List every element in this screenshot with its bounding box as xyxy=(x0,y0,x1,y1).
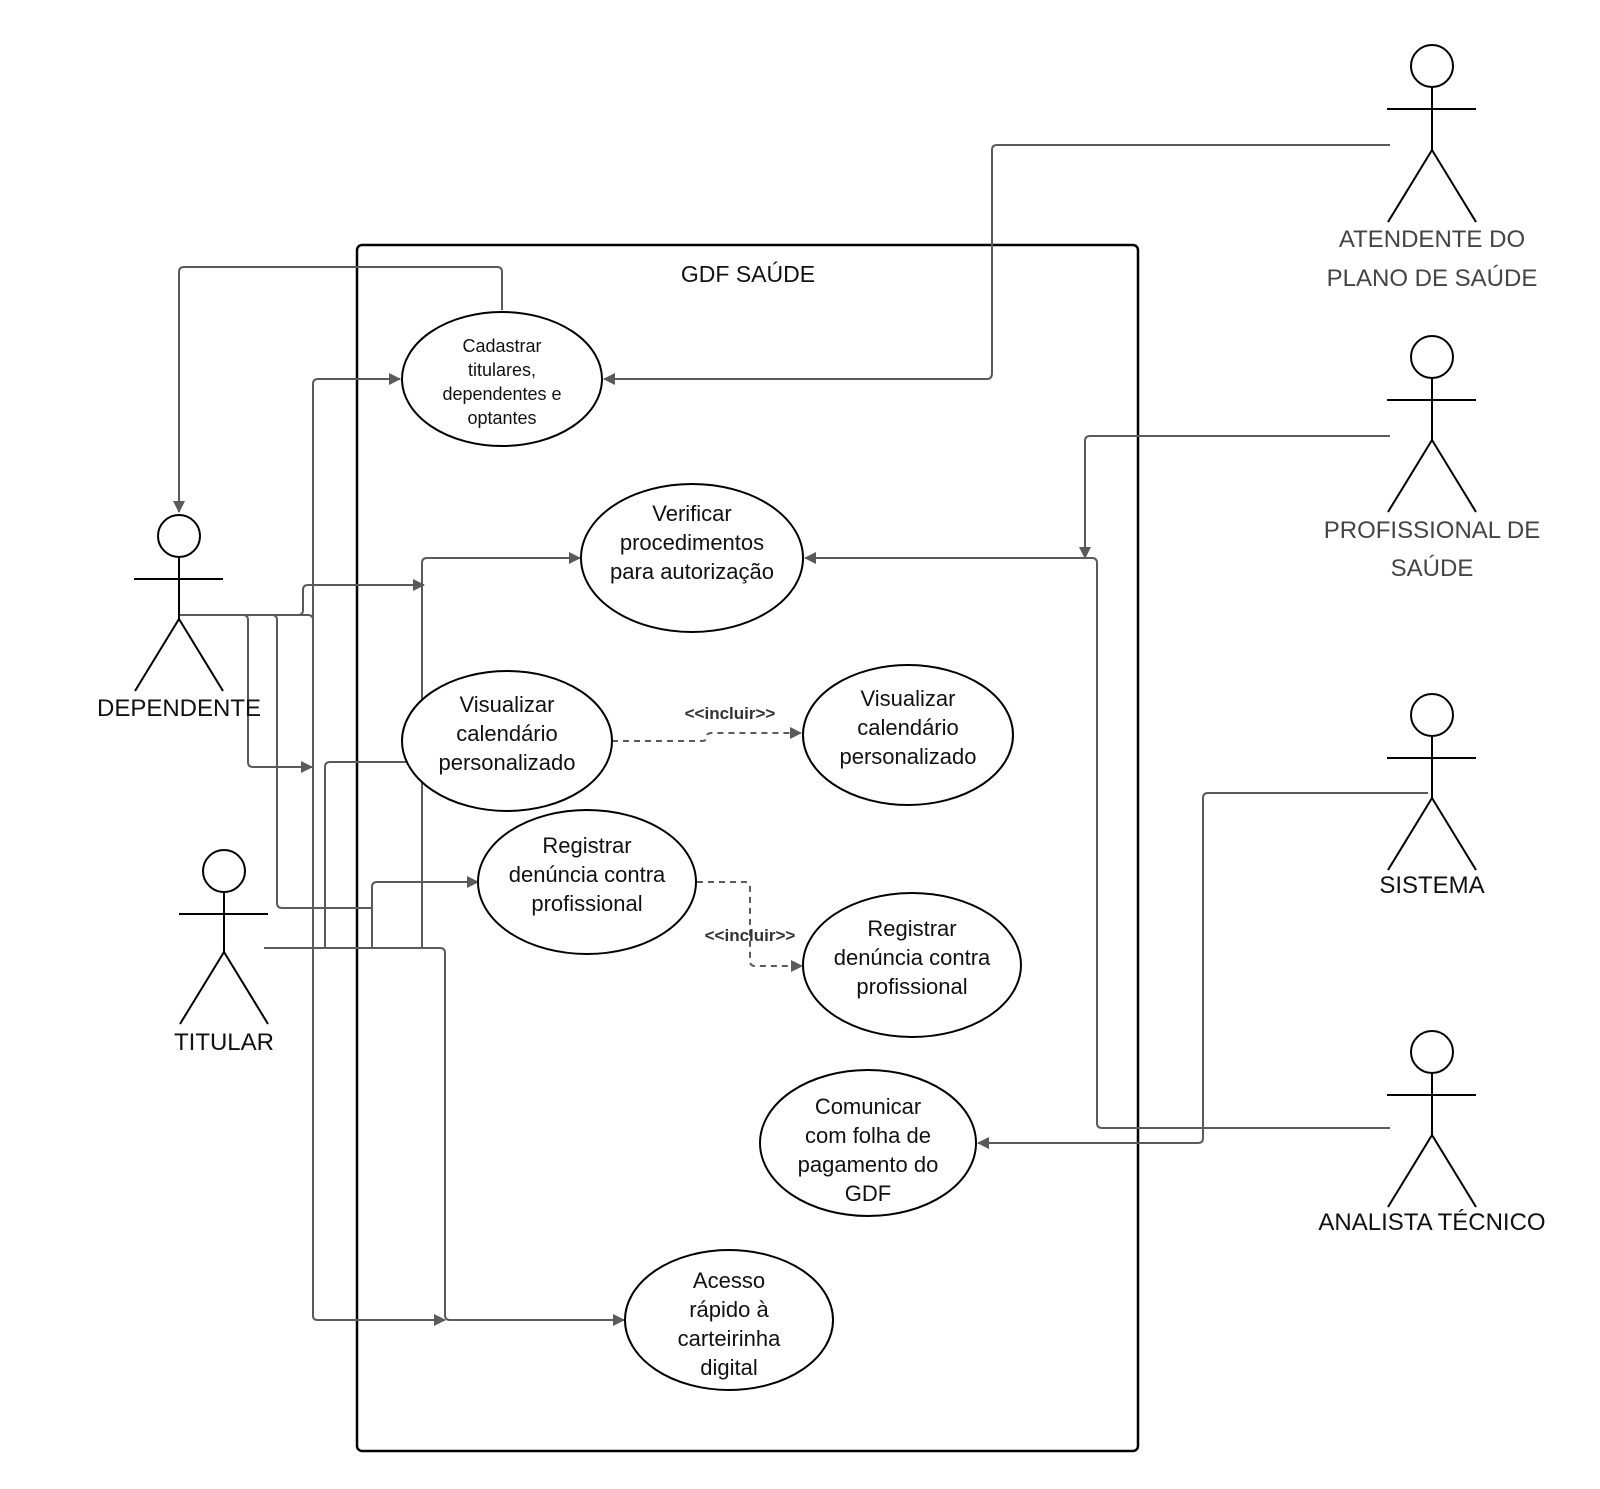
uc-acesso-line-4: digital xyxy=(700,1355,757,1380)
actor-dependente-line-1: DEPENDENTE xyxy=(97,695,261,722)
uc-comunicar-line-4: GDF xyxy=(845,1181,891,1206)
include-denuncia xyxy=(697,881,803,972)
assoc-titular-denuncia xyxy=(264,876,479,949)
use-case-comunicar: Comunicar com folha de pagamento do GDF xyxy=(759,1069,977,1217)
assoc-dependente-acesso xyxy=(179,614,446,1326)
uc-comunicar-line-1: Comunicar xyxy=(815,1094,921,1119)
connectors xyxy=(173,144,1428,1326)
assoc-dependente-verificar xyxy=(179,579,425,616)
uc-acesso-line-3: carteirinha xyxy=(678,1326,781,1351)
assoc-titular-calendario xyxy=(264,756,421,949)
system-title: GDF SAÚDE xyxy=(681,261,815,287)
uc-verificar-line-3: para autorização xyxy=(610,559,774,584)
uc-comunicar-line-2: com folha de xyxy=(805,1123,931,1148)
actor-analista-line-1: ANALISTA TÉCNICO xyxy=(1318,1209,1545,1236)
actor-titular-line-1: TITULAR xyxy=(174,1029,274,1056)
use-case-denuncia-incl: Registrar denúncia contra profissional xyxy=(802,892,1022,1038)
actor-profissional: PROFISSIONAL DE SAÚDE xyxy=(1324,335,1541,582)
use-case-calendario-incl: Visualizar calendário personalizado xyxy=(802,664,1014,806)
include-label-1: <<incluir>> xyxy=(685,704,776,723)
actor-analista: ANALISTA TÉCNICO xyxy=(1318,1030,1546,1236)
uc-calendario-line-3: personalizado xyxy=(439,750,576,775)
assoc-titular-acesso xyxy=(264,947,625,1326)
assoc-analista-verificar xyxy=(804,552,1390,1129)
actor-sistema: SISTEMA xyxy=(1379,693,1485,899)
use-case-calendario: Visualizar calendário personalizado xyxy=(401,670,613,812)
assoc-profissional-verificar xyxy=(1079,435,1390,559)
uc-cadastrar-line-4: optantes xyxy=(467,408,536,428)
uc-cadastrar-line-1: Cadastrar xyxy=(462,336,541,356)
uc-cadastrar-line-3: dependentes e xyxy=(442,384,561,404)
actor-sistema-line-1: SISTEMA xyxy=(1379,872,1484,899)
uc-denuncia-incl-line-2: denúncia contra xyxy=(834,945,991,970)
assoc-titular-verificar xyxy=(264,552,581,949)
actor-profissional-line-1: PROFISSIONAL DE xyxy=(1324,517,1541,544)
uc-verificar-line-2: procedimentos xyxy=(620,530,764,555)
assoc-titular-cadastrar xyxy=(264,373,401,949)
uc-acesso-line-1: Acesso xyxy=(693,1268,765,1293)
assoc-cadastrar-dependente xyxy=(173,266,503,513)
include-calendario xyxy=(612,727,802,742)
uc-denuncia-incl-line-1: Registrar xyxy=(867,916,956,941)
uc-acesso-line-2: rápido à xyxy=(689,1297,769,1322)
uc-calendario-line-2: calendário xyxy=(456,721,558,746)
uc-cadastrar-line-2: titulares, xyxy=(468,360,536,380)
uc-comunicar-line-3: pagamento do xyxy=(798,1152,939,1177)
include-label-2: <<incluir>> xyxy=(705,926,796,945)
actor-titular: TITULAR xyxy=(174,849,274,1056)
system-boundary xyxy=(355,243,1140,1453)
uc-denuncia-line-1: Registrar xyxy=(542,833,631,858)
use-case-denuncia: Registrar denúncia contra profissional xyxy=(477,809,697,955)
actor-atendente-line-1: ATENDENTE DO xyxy=(1339,226,1525,253)
use-case-verificar: Verificar procedimentos para autorização xyxy=(580,483,804,633)
uc-denuncia-incl-line-3: profissional xyxy=(856,974,967,999)
uc-calendario-incl-line-1: Visualizar xyxy=(861,686,956,711)
actor-dependente: DEPENDENTE xyxy=(97,514,261,722)
assoc-sistema-comunicar xyxy=(977,792,1428,1149)
actor-profissional-line-2: SAÚDE xyxy=(1391,555,1474,582)
assoc-dependente-calendario xyxy=(179,614,313,773)
assoc-atendente-cadastrar xyxy=(603,144,1390,385)
uc-denuncia-line-2: denúncia contra xyxy=(509,862,666,887)
uc-verificar-line-1: Verificar xyxy=(652,501,731,526)
use-case-acesso: Acesso rápido à carteirinha digital xyxy=(624,1249,834,1391)
uc-denuncia-line-3: profissional xyxy=(531,891,642,916)
uc-calendario-line-1: Visualizar xyxy=(460,692,555,717)
uc-calendario-incl-line-2: calendário xyxy=(857,715,959,740)
use-case-cadastrar: Cadastrar titulares, dependentes e optan… xyxy=(401,311,603,447)
actor-atendente-line-2: PLANO DE SAÚDE xyxy=(1327,265,1538,292)
actor-atendente: ATENDENTE DO PLANO DE SAÚDE xyxy=(1327,44,1538,292)
uc-calendario-incl-line-3: personalizado xyxy=(840,744,977,769)
